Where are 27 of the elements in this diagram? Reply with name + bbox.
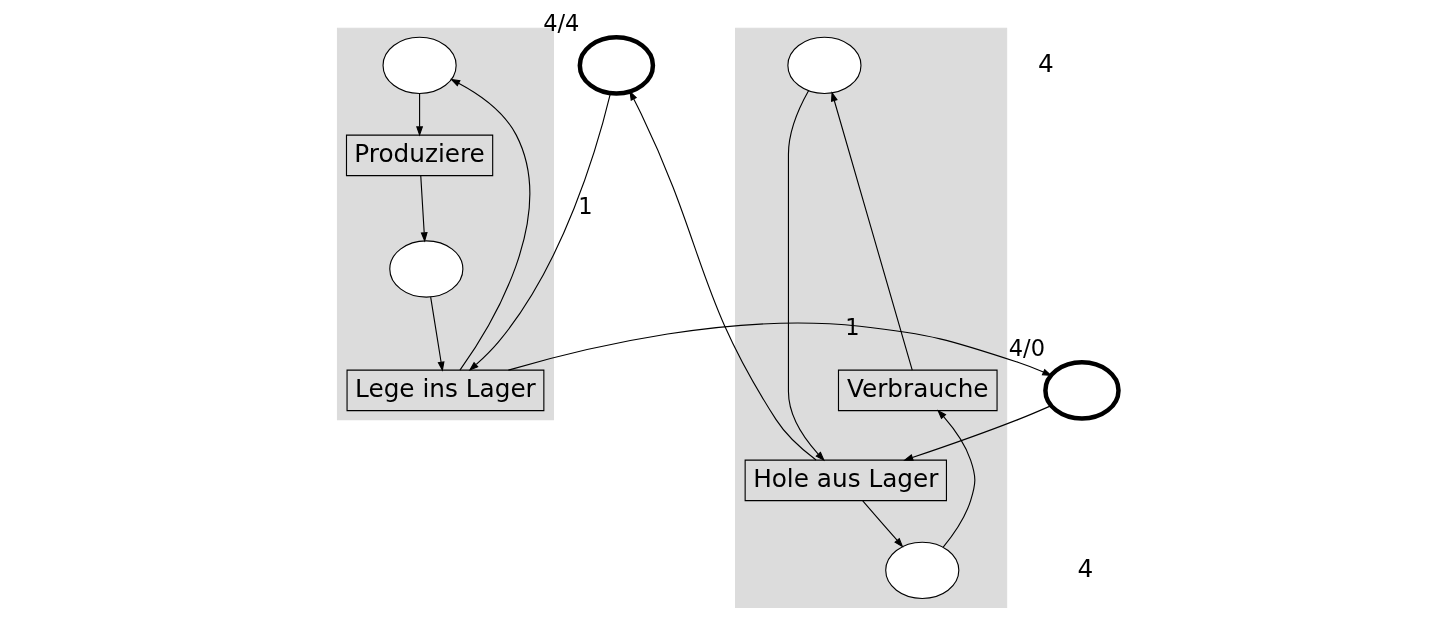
edge-label: 1 [577,192,593,219]
arrow [787,90,825,462]
arrow [415,93,423,137]
node-box: Lege ins Lager [346,369,544,412]
node-box: Verbrauche [837,369,998,412]
arrow [628,90,817,461]
arrow [830,91,913,371]
cluster [734,27,1007,608]
node-label: 4/0 [1008,334,1045,361]
node-box: Produziere [345,134,493,177]
arrow [902,405,1052,461]
label: 4 [1076,553,1093,583]
arrow [936,409,975,548]
arrow [419,175,428,243]
arrow [429,296,445,372]
node-label: 4/4 [542,9,579,36]
node-circle [884,541,959,599]
arrow [468,92,611,372]
node-box: Hole aus Lager [744,459,947,502]
node-circle [577,35,655,96]
node-circle [388,240,463,298]
arrow [861,500,903,548]
arrow [449,78,530,371]
node-circle [786,36,862,95]
node-circle [382,36,457,95]
arrow [507,322,1052,376]
label: 4 [1037,48,1054,78]
